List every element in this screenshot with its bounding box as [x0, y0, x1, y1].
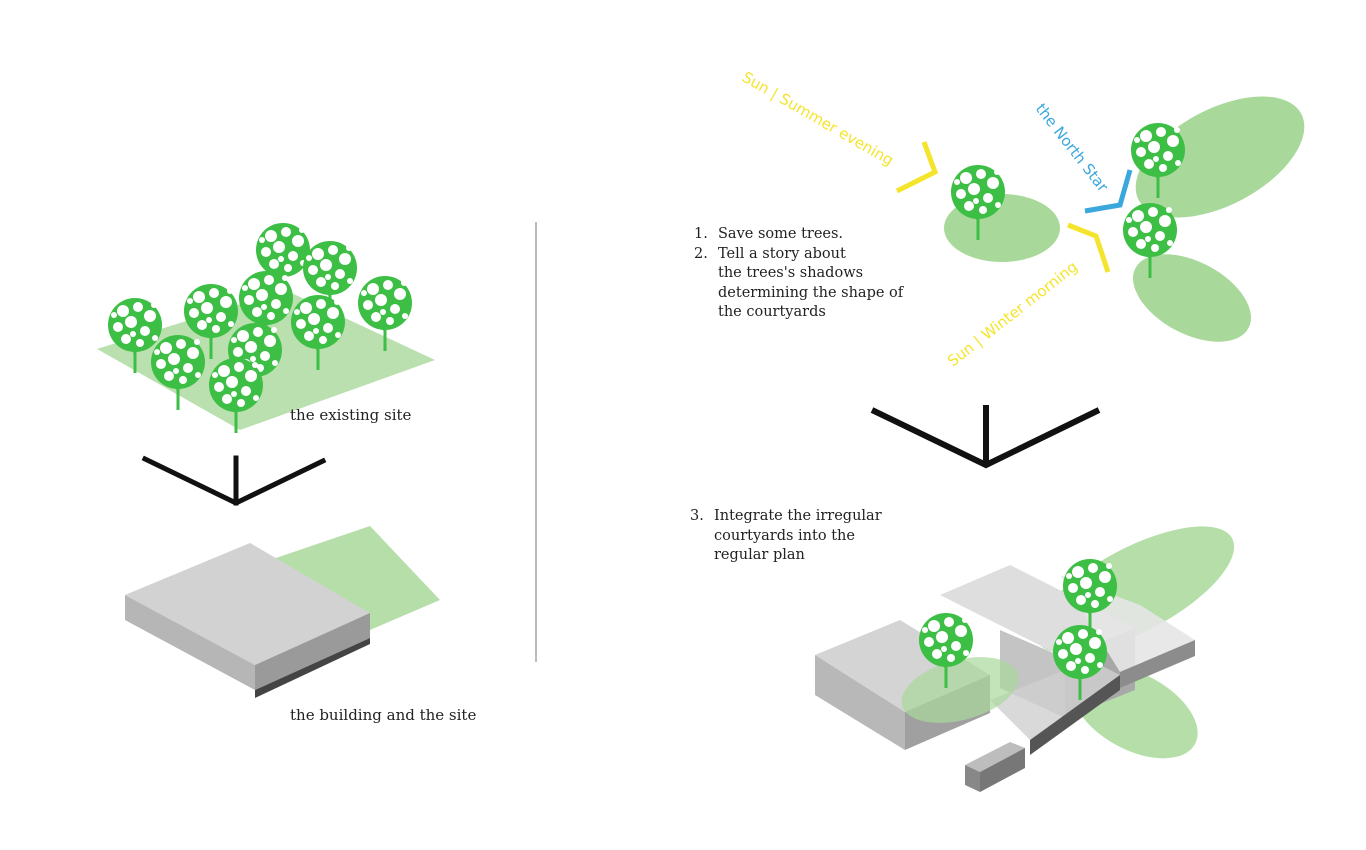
arrow-down-icon [870, 405, 1101, 469]
step-line: courtyards into the [714, 527, 855, 544]
step-number: 3. [690, 508, 704, 524]
sun-direction-arrow-icon [1067, 222, 1111, 273]
steps-list-bottom: 3. Integrate the irregular courtyards in… [690, 507, 882, 566]
step-line: Integrate the irregular [714, 508, 882, 524]
tree-shadow [1133, 254, 1251, 342]
north-direction-arrow-icon [1084, 169, 1133, 214]
step-item: 2. Tell a story about the trees's shadow… [694, 245, 903, 323]
arrow-down-icon [141, 455, 327, 506]
label-existing-site: the existing site [290, 406, 412, 424]
step-number: 2. [694, 245, 708, 262]
building-block [125, 526, 440, 698]
step-line: the trees's shadows [718, 265, 864, 281]
step-item: 3. Integrate the irregular courtyards in… [690, 507, 882, 566]
tree-shadow [1135, 96, 1305, 218]
step-line: regular plan [714, 547, 805, 563]
step-line: Save some trees. [718, 226, 844, 242]
sun-direction-arrow-icon [895, 141, 939, 194]
step-line: Tell a story about [718, 245, 846, 262]
step-item: 1. Save some trees. [694, 225, 903, 245]
steps-list-top: 1. Save some trees. 2. Tell a story abou… [694, 225, 903, 323]
step-number: 1. [694, 226, 708, 242]
integrated-plan [815, 526, 1235, 792]
step-line: determining the shape of [718, 284, 904, 301]
label-building-site: the building and the site [290, 706, 477, 724]
step-line: the courtyards [718, 304, 826, 320]
